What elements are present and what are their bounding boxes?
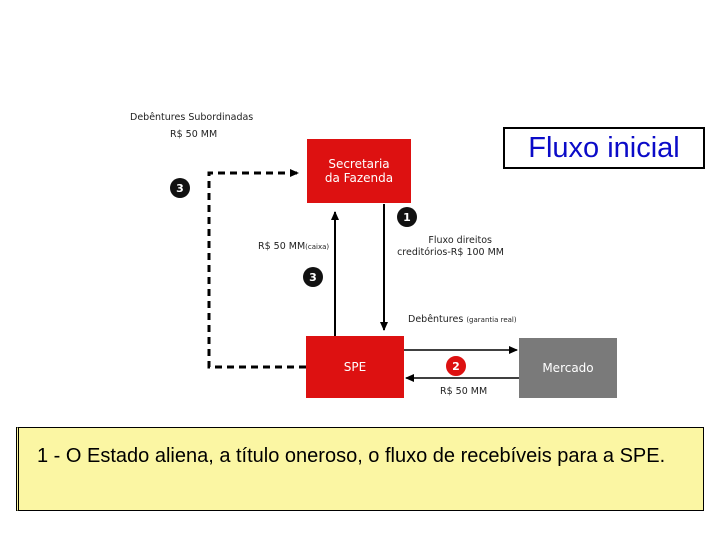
debentures-label: Debêntures (garantia real) (408, 314, 517, 325)
dashed-return-path (207, 169, 306, 369)
caixa-amount: R$ 50 MM (258, 241, 306, 252)
step-2-badge: 2 (445, 355, 467, 377)
step-3-mid-badge: 3 (303, 267, 323, 287)
caixa-label: R$ 50 MM(caixa) (258, 241, 329, 252)
amount-bottom-label: R$ 50 MM (440, 386, 488, 397)
secretaria-node: Secretaria da Fazenda (307, 139, 411, 203)
spe-node: SPE (306, 336, 404, 398)
step-1-badge: 1 (397, 207, 417, 227)
fluxo-line-1: Fluxo direitos (428, 235, 492, 246)
secretaria-label: Secretaria da Fazenda (324, 157, 394, 185)
spe-label: SPE (343, 360, 367, 374)
diagram-title: Fluxo inicial (503, 127, 705, 169)
debentures-suffix: (garantia real) (466, 316, 517, 324)
amount-top-label: R$ 50 MM (170, 129, 218, 140)
mercado-node: Mercado (519, 338, 617, 398)
caption-box: 1 - O Estado aliena, a título oneroso, o… (16, 427, 704, 511)
fluxo-label: Fluxo direitos creditórios-R$ 100 MM (386, 235, 504, 259)
debentures-subordinadas-label: Debêntures Subordinadas (130, 112, 254, 123)
fluxo-line-2: creditórios-R$ 100 MM (397, 247, 504, 258)
debentures-main: Debêntures (408, 314, 467, 325)
mercado-label: Mercado (542, 361, 594, 375)
step-3-left-badge: 3 (170, 178, 190, 198)
caixa-suffix: (caixa) (305, 243, 330, 251)
